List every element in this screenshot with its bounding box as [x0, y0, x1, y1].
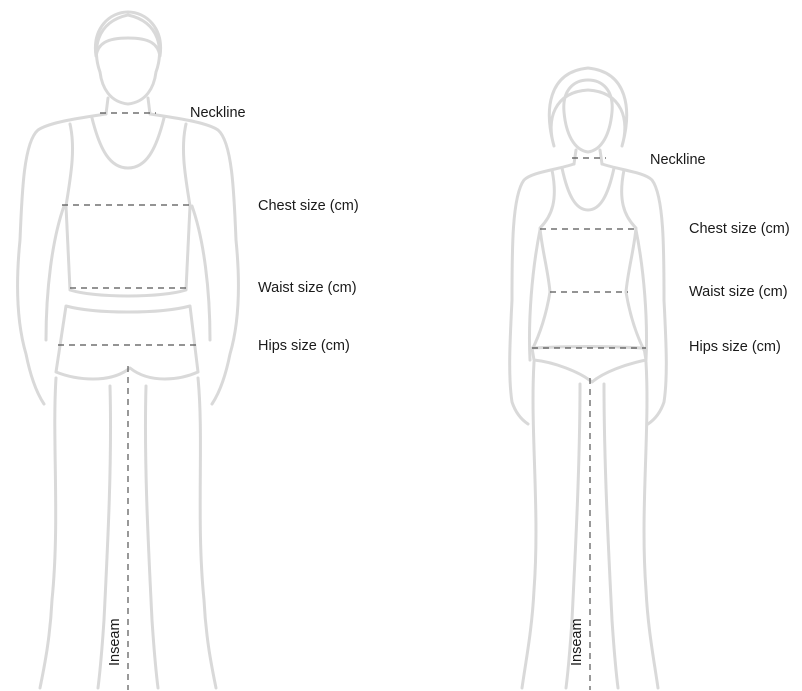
- female-waist-label: Waist size (cm): [689, 284, 788, 300]
- female-neckline-label: Neckline: [650, 152, 706, 168]
- female-top-outline: [532, 168, 644, 350]
- female-underwear-outline: [532, 347, 646, 383]
- male-chest-label: Chest size (cm): [258, 198, 359, 214]
- male-inseam-label: Inseam: [107, 618, 123, 666]
- male-shorts-outline: [56, 306, 198, 379]
- male-waist-label: Waist size (cm): [258, 280, 357, 296]
- female-hips-label: Hips size (cm): [689, 339, 781, 355]
- female-chest-label: Chest size (cm): [689, 221, 790, 237]
- male-tanktop-outline: [66, 118, 190, 296]
- female-arm-inner-outline: [529, 230, 646, 360]
- male-hips-label: Hips size (cm): [258, 338, 350, 354]
- male-head-outline: [96, 15, 159, 104]
- male-hair-outline: [95, 12, 160, 56]
- male-neckline-label: Neckline: [190, 105, 246, 121]
- male-neck-outline: [106, 98, 150, 114]
- female-inseam-label: Inseam: [569, 618, 585, 666]
- female-figure: [510, 68, 667, 690]
